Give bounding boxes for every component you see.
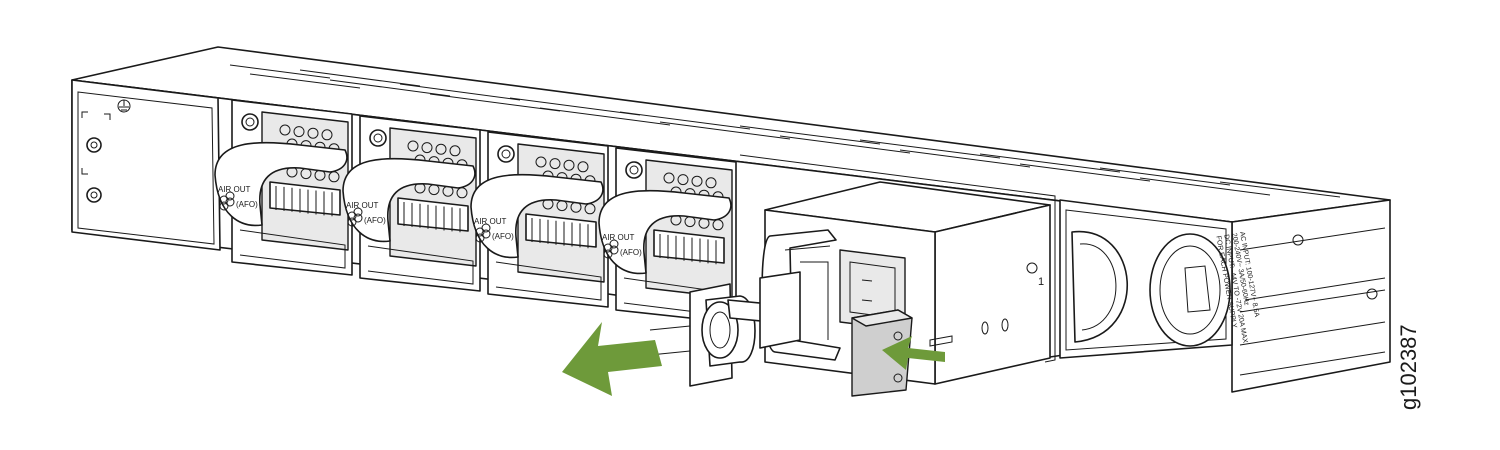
fan-label-afo: (AFO) xyxy=(236,200,258,209)
fan-module: AIR OUT (AFO) xyxy=(214,99,353,276)
fan-module: AIR OUT (AFO) xyxy=(470,131,609,308)
fan-label-air-out: AIR OUT xyxy=(346,201,379,210)
power-cord-retainer-clip xyxy=(649,271,801,387)
fan-icon xyxy=(475,223,491,243)
fan-label-afo: (AFO) xyxy=(492,232,514,241)
fan-label-afo: (AFO) xyxy=(620,248,642,257)
fan-label-air-out: AIR OUT xyxy=(218,185,251,194)
left-end-panel xyxy=(71,79,221,251)
figure-id: g102387 xyxy=(1396,324,1421,410)
fan-icon xyxy=(603,239,619,259)
ground-icon xyxy=(117,99,131,113)
fan-label-air-out: AIR OUT xyxy=(474,217,507,226)
push-in-arrow xyxy=(882,336,945,370)
fan-label-afo: (AFO) xyxy=(364,216,386,225)
fan-icon xyxy=(347,207,363,227)
fan-module: AIR OUT (AFO) xyxy=(598,147,737,324)
power-supply-blank: AC INPUT: 100-127V~ 8.5A 200-240V~ 3A/50… xyxy=(1059,199,1260,359)
fan-module-group: AIR OUT(AFO)AIR OUT(AFO)AIR OUT(AFO)AIR … xyxy=(214,99,737,324)
power-cord-plug-cover xyxy=(851,309,913,397)
pull-out-arrow xyxy=(562,322,662,396)
fan-icon xyxy=(219,191,235,211)
fan-module: AIR OUT (AFO) xyxy=(342,115,481,292)
psu-slot-number: 1 xyxy=(1038,276,1044,288)
fan-label-air-out: AIR OUT xyxy=(602,233,635,242)
